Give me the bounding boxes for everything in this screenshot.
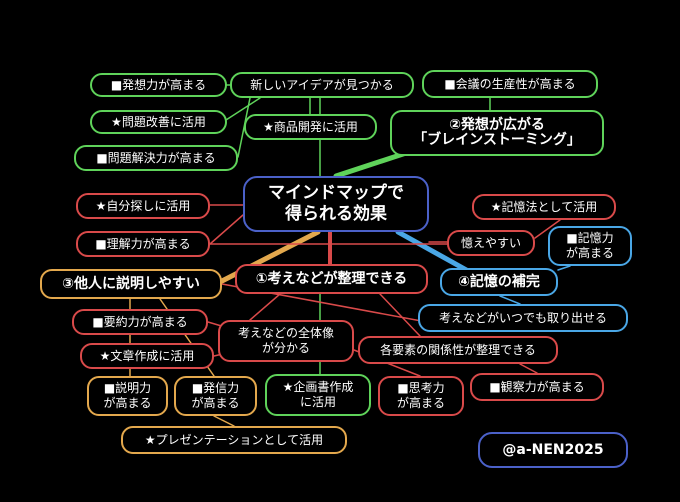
node-overview: 考えなどの全体像 が分かる bbox=[218, 320, 354, 362]
node-idea-power: ■発想力が高まる bbox=[90, 73, 227, 97]
node-product-dev: ★商品開発に活用 bbox=[244, 114, 377, 140]
line-overview bbox=[249, 293, 281, 321]
node-observation: ■観察力が高まる bbox=[470, 373, 604, 401]
line-memory-power bbox=[557, 265, 571, 271]
node-new-idea: 新しいアイデアが見つかる bbox=[230, 72, 414, 98]
node-relation: 各要素の関係性が整理できる bbox=[358, 336, 558, 364]
node-problem-solving: ■問題解決力が高まる bbox=[74, 145, 238, 171]
author-credit: @a-NEN2025 bbox=[478, 432, 628, 468]
central-topic: マインドマップで 得られる効果 bbox=[243, 176, 429, 232]
line-problem-improve bbox=[225, 97, 261, 121]
line-understanding bbox=[209, 214, 244, 245]
node-thinking-power: ■思考力 が高まる bbox=[378, 376, 464, 416]
line-relation bbox=[379, 293, 421, 337]
node-memory-power: ■記憶力 が高まる bbox=[548, 226, 632, 266]
branch-organize: ①考えなどが整理できる bbox=[235, 264, 428, 294]
node-summary: ■要約力が高まる bbox=[72, 309, 208, 335]
line-memory-method bbox=[534, 219, 561, 239]
branch-brainstorming: ②発想が広がる 「ブレインストーミング」 bbox=[390, 110, 604, 156]
branch-line-memory bbox=[395, 229, 473, 275]
node-explain-power: ■説明力 が高まる bbox=[87, 376, 168, 416]
node-presentation: ★プレゼンテーションとして活用 bbox=[121, 426, 347, 454]
node-transmit-power: ■発信力 が高まる bbox=[174, 376, 257, 416]
node-easy-remember: 憶えやすい bbox=[447, 230, 535, 256]
line-observation bbox=[519, 363, 538, 374]
node-problem-improve: ★問題改善に活用 bbox=[90, 110, 227, 134]
node-memory-method: ★記憶法として活用 bbox=[472, 194, 616, 220]
branch-explain: ③他人に説明しやすい bbox=[40, 269, 222, 299]
node-self-discovery: ★自分探しに活用 bbox=[76, 193, 210, 219]
node-writing: ★文章作成に活用 bbox=[80, 343, 214, 369]
line-retrieve-anytime bbox=[499, 295, 521, 305]
branch-memory: ④記憶の補完 bbox=[440, 268, 558, 296]
node-retrieve-anytime: 考えなどがいつでも取り出せる bbox=[418, 304, 628, 332]
node-plan-document: ★企画書作成 に活用 bbox=[265, 374, 371, 416]
node-understanding: ■理解力が高まる bbox=[76, 231, 210, 257]
node-meeting: ■会議の生産性が高まる bbox=[422, 70, 598, 98]
line-presentation bbox=[213, 415, 235, 427]
